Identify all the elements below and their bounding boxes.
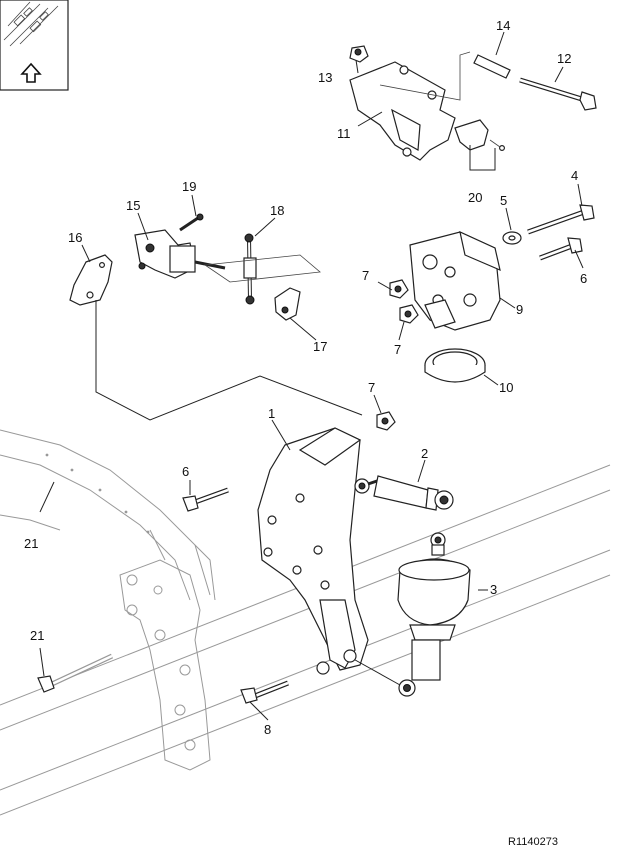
callout-20: 20 bbox=[468, 190, 482, 205]
air-spring-3 bbox=[397, 532, 471, 697]
nut-13 bbox=[349, 45, 369, 63]
nut-7-main bbox=[376, 411, 396, 431]
callout-21-bolt: 21 bbox=[30, 628, 44, 643]
orientation-inset bbox=[0, 0, 69, 91]
figure-reference: R1140273 bbox=[508, 836, 558, 848]
pivot-bushing-lower bbox=[316, 661, 330, 675]
clip-20 bbox=[454, 119, 506, 152]
callout-10: 10 bbox=[499, 380, 513, 395]
nut-7-lower bbox=[399, 304, 419, 324]
callout-1: 1 bbox=[268, 406, 275, 421]
vehicle-frame-thumbnail-icon bbox=[3, 1, 59, 47]
leader-lines-sensor bbox=[203, 254, 321, 283]
sensor-mount-leader bbox=[95, 300, 363, 421]
callout-4: 4 bbox=[571, 168, 578, 183]
callout-7-lower: 7 bbox=[394, 342, 401, 357]
callout-16: 16 bbox=[68, 230, 82, 245]
height-sensor-15 bbox=[134, 229, 226, 279]
bolt-4 bbox=[527, 204, 595, 235]
lever-17 bbox=[274, 287, 301, 321]
pivot-link bbox=[347, 655, 401, 686]
callout-8: 8 bbox=[264, 722, 271, 737]
washer-5 bbox=[502, 231, 522, 245]
chassis-frame-rail bbox=[0, 429, 611, 816]
callout-17: 17 bbox=[313, 339, 327, 354]
callout-9: 9 bbox=[516, 302, 523, 317]
callout-6-main: 6 bbox=[182, 464, 189, 479]
callout-leaders bbox=[39, 31, 584, 721]
callout-7-upper: 7 bbox=[362, 268, 369, 283]
callout-labels: 1 2 3 4 5 6 6 7 7 7 7 8 9 10 11 12 13 14… bbox=[24, 18, 587, 737]
screw-19 bbox=[179, 213, 204, 232]
callout-14: 14 bbox=[496, 18, 510, 33]
callout-13: 13 bbox=[318, 70, 332, 85]
callout-5: 5 bbox=[500, 193, 507, 208]
callout-11: 11 bbox=[337, 126, 351, 141]
bracket-16 bbox=[69, 254, 113, 306]
bracket-11 bbox=[349, 61, 456, 161]
callout-21-frame: 21 bbox=[24, 536, 38, 551]
damper-2 bbox=[354, 475, 454, 511]
callout-2: 2 bbox=[421, 446, 428, 461]
bolt-12 bbox=[519, 77, 597, 111]
callout-15: 15 bbox=[126, 198, 140, 213]
callout-3: 3 bbox=[490, 582, 497, 597]
bolt-8 bbox=[240, 680, 289, 704]
sleeve-14 bbox=[473, 54, 511, 79]
callout-6-upper: 6 bbox=[580, 271, 587, 286]
bolt-6-main bbox=[182, 487, 229, 512]
nut-7-upper bbox=[389, 279, 409, 299]
pivot-bushing bbox=[343, 649, 357, 663]
callout-19: 19 bbox=[182, 179, 196, 194]
callout-7-main: 7 bbox=[368, 380, 375, 395]
suspension-bracket-1 bbox=[257, 427, 369, 671]
bolt-6-upper bbox=[539, 237, 583, 261]
callout-18: 18 bbox=[270, 203, 284, 218]
valve-housing-9 bbox=[409, 230, 501, 331]
link-rod-18 bbox=[243, 233, 257, 305]
seal-ring-10 bbox=[424, 348, 486, 383]
arrow-up-icon bbox=[20, 62, 42, 83]
bolt-21 bbox=[37, 653, 114, 693]
callout-12: 12 bbox=[557, 51, 571, 66]
